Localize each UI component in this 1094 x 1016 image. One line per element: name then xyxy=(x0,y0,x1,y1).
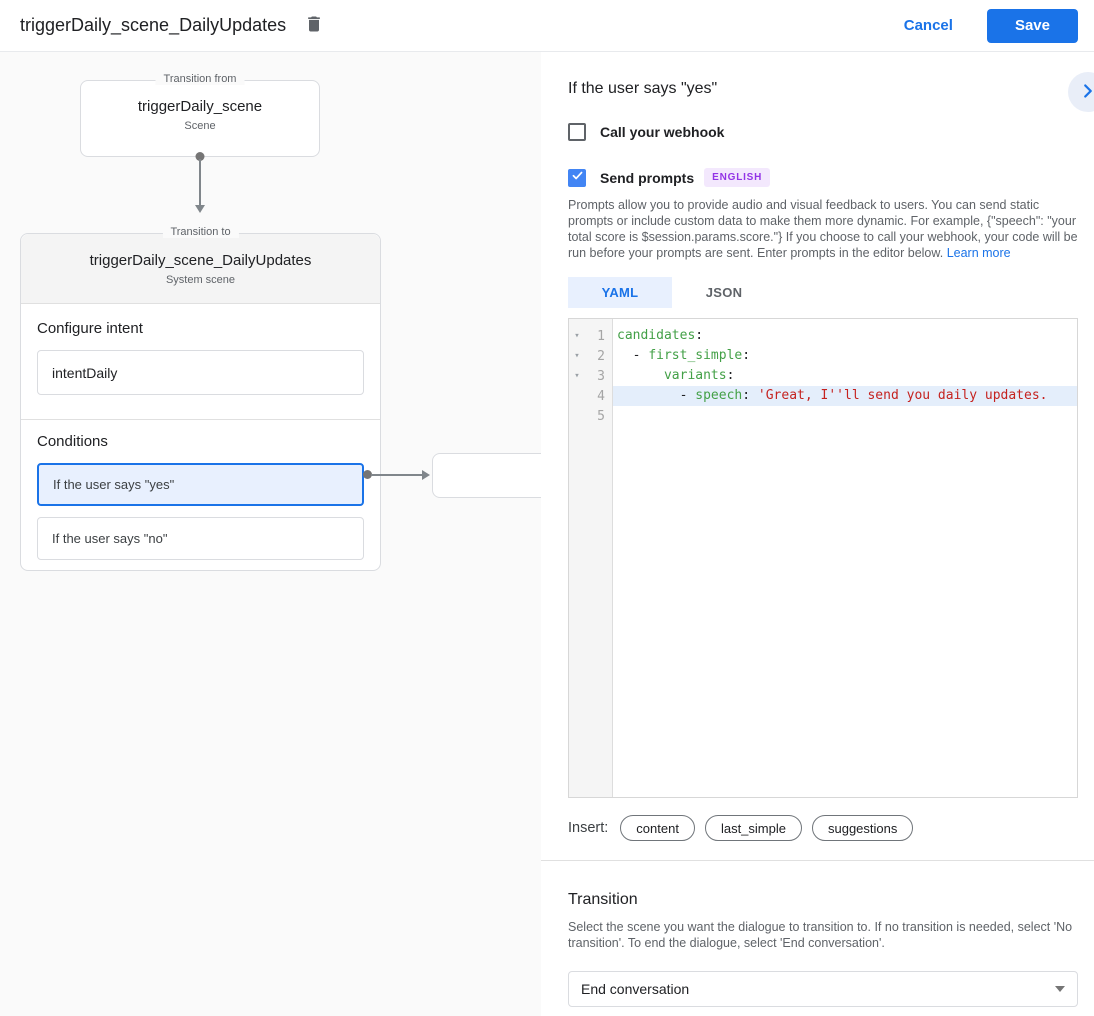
editor-code-area[interactable]: candidates: - first_simple: variants: - … xyxy=(613,319,1077,797)
conditions-label: Conditions xyxy=(37,433,108,450)
condition-detail-panel: If the user says "yes" Call your webhook… xyxy=(541,52,1094,1016)
trash-icon xyxy=(304,14,324,37)
tab-yaml[interactable]: YAML xyxy=(568,277,672,308)
line-number: 3 xyxy=(597,368,605,384)
arrow-down-icon xyxy=(195,205,205,213)
dropdown-caret-icon xyxy=(1055,986,1065,992)
webhook-label: Call your webhook xyxy=(600,124,725,140)
condition-title: If the user says "yes" xyxy=(568,80,718,97)
collapse-icon[interactable]: ▾ xyxy=(574,371,580,381)
insert-chips: content last_simple suggestions xyxy=(620,815,914,841)
transition-title: Transition xyxy=(568,891,638,908)
intent-input[interactable]: intentDaily xyxy=(37,350,364,395)
insert-chip-suggestions[interactable]: suggestions xyxy=(811,815,914,841)
send-prompts-checkbox[interactable] xyxy=(568,168,586,187)
send-prompts-label: Send prompts xyxy=(600,169,695,186)
code-line[interactable]: - first_simple: xyxy=(617,348,751,363)
tab-json[interactable]: JSON xyxy=(705,285,743,300)
insert-label: Insert: xyxy=(568,820,609,836)
to-node-legend: Transition to xyxy=(162,226,239,238)
top-bar: triggerDaily_scene_DailyUpdates Cancel S… xyxy=(0,0,1094,52)
arrow-right-icon xyxy=(422,470,430,480)
code-editor[interactable]: ▾ 1 ▾ 2 ▾ 3 4 5 candidates: - first_simple: var… xyxy=(568,318,1078,798)
flow-canvas: Transition from triggerDaily_scene Scene… xyxy=(0,52,552,1016)
condition-item[interactable]: If the user says "yes" xyxy=(37,463,364,506)
connector-dot xyxy=(363,470,372,479)
line-number: 5 xyxy=(597,408,605,424)
line-number: 1 xyxy=(597,328,605,344)
code-line[interactable]: - speech: 'Great, I''ll send you daily u… xyxy=(613,386,1077,406)
to-node-title: triggerDaily_scene_DailyUpdates xyxy=(89,252,312,269)
insert-chip-content[interactable]: content xyxy=(620,815,695,841)
card-divider xyxy=(21,419,380,420)
from-node-legend: Transition from xyxy=(155,73,245,85)
flow-connector-horizontal xyxy=(371,474,423,476)
code-line[interactable] xyxy=(613,406,1077,426)
transition-to-node[interactable]: Transition to triggerDaily_scene_DailyUp… xyxy=(20,226,381,571)
condition-item[interactable]: If the user says "no" xyxy=(37,517,364,560)
save-button[interactable]: Save xyxy=(986,8,1078,43)
section-divider xyxy=(541,860,1094,861)
scene-header: triggerDaily_scene_DailyUpdates System s… xyxy=(21,234,380,304)
transition-from-node[interactable]: Transition from triggerDaily_scene Scene xyxy=(80,73,320,161)
from-node-title: triggerDaily_scene xyxy=(137,98,263,115)
conditions-list: If the user says "yes" If the user says "… xyxy=(37,463,364,560)
from-node-subtitle: Scene xyxy=(184,120,216,132)
to-node-subtitle: System scene xyxy=(165,274,236,286)
language-badge: ENGLISH xyxy=(704,168,771,187)
flow-connector-vertical xyxy=(199,159,201,205)
insert-row: Insert: content last_simple suggestions xyxy=(568,815,1078,841)
configure-intent-label: Configure intent xyxy=(37,320,143,337)
delete-scene-button[interactable] xyxy=(304,14,324,37)
line-number: 4 xyxy=(597,388,605,404)
learn-more-link[interactable]: Learn more xyxy=(946,246,1011,260)
editor-tabs: YAML JSON xyxy=(568,277,1078,308)
chevron-right-icon xyxy=(1077,80,1094,105)
transition-select-value: End conversation xyxy=(581,981,690,997)
transition-select[interactable]: End conversation xyxy=(568,971,1078,1007)
connector-dot xyxy=(195,152,205,161)
collapse-icon[interactable]: ▾ xyxy=(574,351,580,361)
line-number: 2 xyxy=(597,348,605,364)
prompts-description: Prompts allow you to provide audio and v… xyxy=(568,198,1078,260)
next-scene-node[interactable] xyxy=(432,453,552,498)
transition-description: Select the scene you want the dialogue t… xyxy=(568,920,1073,950)
collapse-panel-button[interactable] xyxy=(1068,72,1094,112)
webhook-checkbox[interactable] xyxy=(568,123,586,141)
check-icon xyxy=(571,169,584,187)
code-line[interactable]: variants: xyxy=(663,368,735,383)
cancel-button[interactable]: Cancel xyxy=(894,9,963,42)
insert-chip-last_simple[interactable]: last_simple xyxy=(704,815,802,841)
code-line[interactable]: candidates: xyxy=(617,328,704,343)
editor-gutter: ▾ 1 ▾ 2 ▾ 3 4 5 xyxy=(569,319,613,797)
page-title: triggerDaily_scene_DailyUpdates xyxy=(20,15,287,35)
collapse-icon[interactable]: ▾ xyxy=(574,331,580,341)
